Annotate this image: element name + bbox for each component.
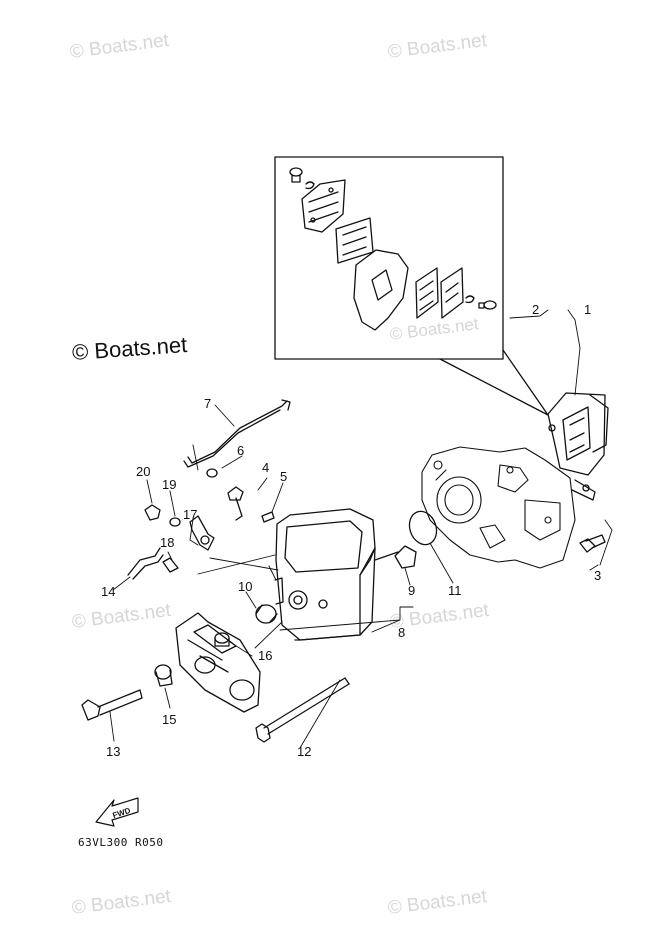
fwd-label: FWD bbox=[111, 806, 131, 820]
callout-numbers: 1 2 3 4 5 6 7 8 9 10 11 12 13 14 15 16 1… bbox=[101, 302, 601, 759]
callout-12: 12 bbox=[297, 744, 311, 759]
callout-5: 5 bbox=[280, 469, 287, 484]
cover-plate bbox=[175, 612, 261, 713]
reed-valve-assembly bbox=[547, 392, 609, 501]
inset-gasket bbox=[353, 249, 409, 331]
callout-3: 3 bbox=[594, 568, 601, 583]
callout-20: 20 bbox=[136, 464, 150, 479]
callout-11: 11 bbox=[448, 583, 462, 598]
o-ring-11 bbox=[408, 510, 438, 546]
fwd-arrow-icon bbox=[95, 797, 139, 827]
inset-screw-right bbox=[465, 295, 497, 310]
clip-18 bbox=[162, 557, 179, 573]
drawing-code: 63VL300 R050 bbox=[78, 836, 164, 849]
callout-14: 14 bbox=[101, 584, 115, 599]
callout-13: 13 bbox=[106, 744, 120, 759]
clamp-6 bbox=[206, 468, 218, 478]
bolt-3 bbox=[579, 534, 606, 553]
inset-reed-plate-top bbox=[301, 179, 346, 233]
callout-15: 15 bbox=[162, 712, 176, 727]
plug-10 bbox=[255, 604, 278, 624]
callout-9: 9 bbox=[408, 583, 415, 598]
callout-17: 17 bbox=[183, 507, 197, 522]
hose-7 bbox=[183, 399, 291, 468]
crankcase-housing bbox=[421, 446, 576, 569]
pin-13 bbox=[81, 689, 143, 721]
inset-frame bbox=[274, 156, 504, 360]
grommet-15 bbox=[154, 664, 173, 687]
callout-19: 19 bbox=[162, 477, 176, 492]
grommet-16 bbox=[214, 632, 230, 647]
lever-17 bbox=[189, 515, 215, 551]
intake-silencer bbox=[274, 508, 376, 641]
link-4 bbox=[227, 486, 244, 521]
inset-pointer bbox=[439, 349, 549, 416]
callout-4: 4 bbox=[262, 460, 269, 475]
fitting-9 bbox=[374, 545, 417, 569]
callout-2: 2 bbox=[532, 302, 539, 317]
bolt-20 bbox=[144, 504, 161, 521]
callout-8: 8 bbox=[398, 625, 405, 640]
leader-lines bbox=[109, 309, 613, 749]
callout-6: 6 bbox=[237, 443, 244, 458]
screw-5 bbox=[261, 511, 275, 523]
washer-19 bbox=[169, 517, 181, 527]
inset-screw-top bbox=[289, 167, 315, 190]
bolt-12 bbox=[255, 677, 350, 743]
callout-7: 7 bbox=[204, 396, 211, 411]
callout-16: 16 bbox=[258, 648, 272, 663]
inset-reed-plate-lower bbox=[415, 267, 464, 319]
callout-1: 1 bbox=[584, 302, 591, 317]
callout-10: 10 bbox=[238, 579, 252, 594]
callout-18: 18 bbox=[160, 535, 174, 550]
hose-14 bbox=[127, 547, 164, 580]
